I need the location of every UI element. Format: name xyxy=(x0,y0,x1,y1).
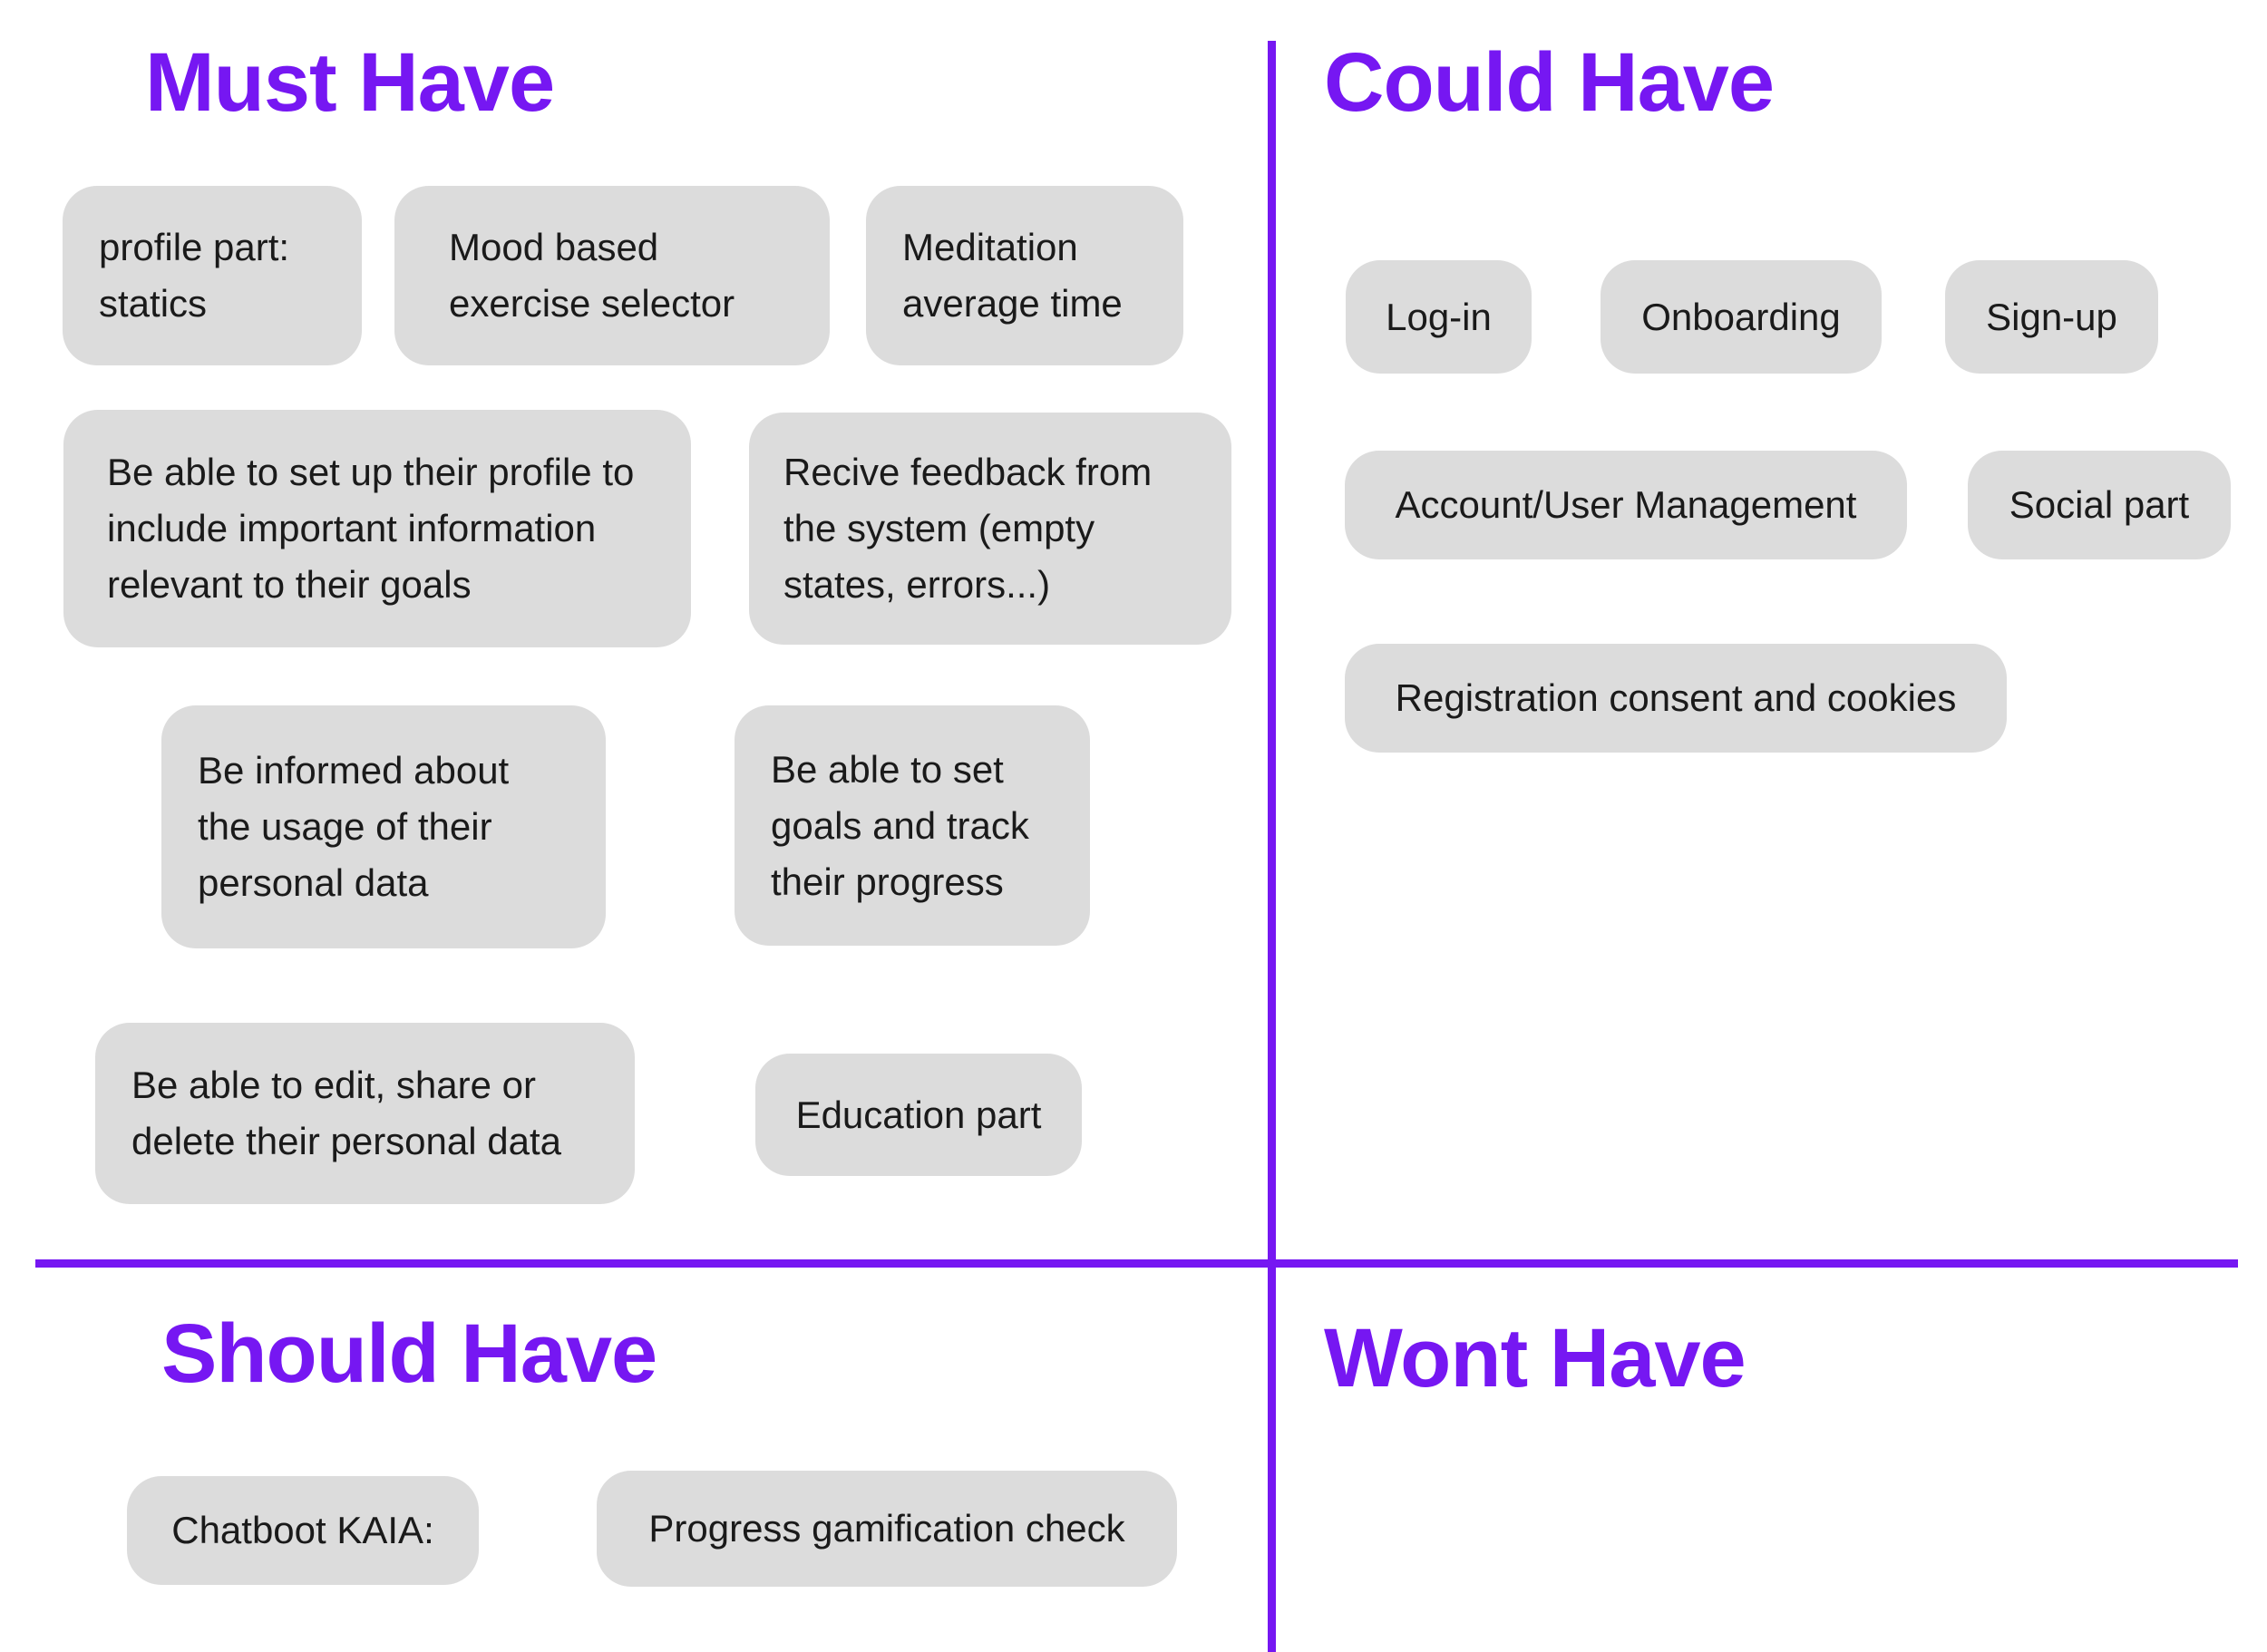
sticky-note-informed-data-usage[interactable]: Be informed about the usage of their per… xyxy=(161,705,606,948)
sticky-note-sign-up[interactable]: Sign-up xyxy=(1945,260,2158,374)
sticky-note-registration-consent-cookies[interactable]: Registration consent and cookies xyxy=(1345,644,2007,753)
sticky-note-set-up-profile[interactable]: Be able to set up their profile to inclu… xyxy=(63,410,691,647)
quadrant-title-wont-have: Wont Have xyxy=(1324,1312,1746,1404)
sticky-note-account-user-management[interactable]: Account/User Management xyxy=(1345,451,1907,559)
quadrant-title-must-have: Must Have xyxy=(145,36,555,129)
sticky-note-social-part[interactable]: Social part xyxy=(1968,451,2231,559)
horizontal-divider-line xyxy=(35,1259,2238,1268)
sticky-note-set-goals-track-progress[interactable]: Be able to set goals and track their pro… xyxy=(735,705,1090,946)
sticky-note-meditation-average-time[interactable]: Meditation average time xyxy=(866,186,1183,365)
sticky-note-education-part[interactable]: Education part xyxy=(755,1054,1082,1176)
sticky-note-mood-based-exercise-selector[interactable]: Mood based exercise selector xyxy=(394,186,830,365)
sticky-note-profile-part-statics[interactable]: profile part: statics xyxy=(63,186,362,365)
sticky-note-progress-gamification-check[interactable]: Progress gamification check xyxy=(597,1471,1177,1587)
sticky-note-edit-share-delete-data[interactable]: Be able to edit, share or delete their p… xyxy=(95,1023,635,1204)
sticky-note-onboarding[interactable]: Onboarding xyxy=(1601,260,1882,374)
quadrant-title-should-have: Should Have xyxy=(161,1307,657,1400)
sticky-note-chatbot-kaia[interactable]: Chatboot KAIA: xyxy=(127,1476,479,1585)
sticky-note-log-in[interactable]: Log-in xyxy=(1346,260,1532,374)
sticky-note-receive-feedback[interactable]: Recive feedback from the system (empty s… xyxy=(749,413,1231,645)
vertical-divider-line xyxy=(1268,41,1276,1652)
quadrant-title-could-have: Could Have xyxy=(1324,36,1775,129)
